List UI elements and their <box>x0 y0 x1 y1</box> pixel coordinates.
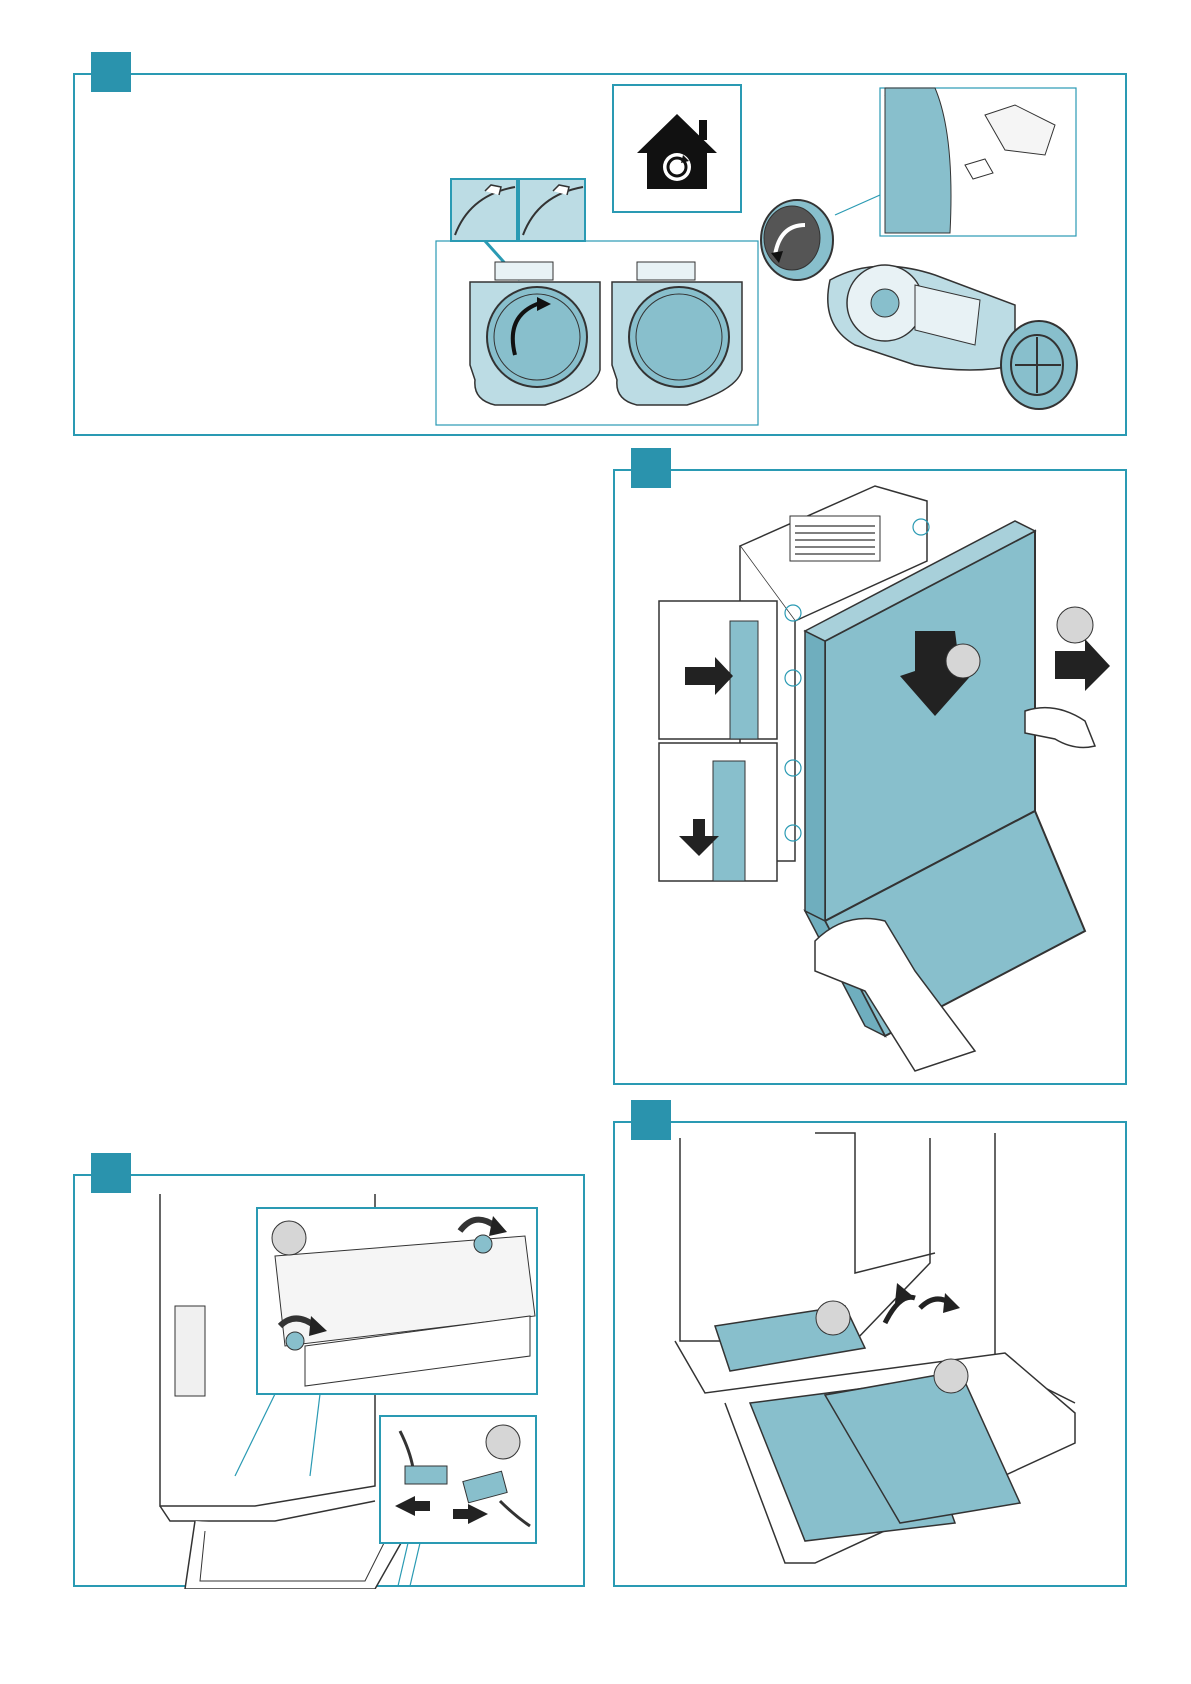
recirculation-house-icon <box>613 85 741 212</box>
callout-circle-1 <box>946 644 980 678</box>
zoom-detail-knobs <box>257 1208 537 1394</box>
step-panel-chimney <box>613 469 1127 1085</box>
chimney-mounting-illustration <box>615 471 1129 1087</box>
zoom-detail-right <box>519 179 585 241</box>
step-panel-grease-filter <box>613 1121 1127 1587</box>
zoom-detail-left <box>451 179 517 241</box>
step-tag-4 <box>631 1100 671 1140</box>
push-arrow-icon <box>1055 639 1110 691</box>
step-tag-1 <box>91 52 131 92</box>
callout-circle-b <box>486 1425 520 1459</box>
detail-box-hook-down <box>659 743 777 881</box>
carbon-filter-right <box>1001 321 1077 409</box>
blower-housing-left <box>470 262 600 405</box>
grease-filter-icon <box>715 1306 1020 1541</box>
detail-box-hook-left <box>659 601 777 739</box>
blower-housing-right <box>612 262 742 405</box>
callout-circle-d <box>934 1359 968 1393</box>
fan-filter-illustration <box>75 75 1129 438</box>
connector-illustration <box>75 1176 587 1589</box>
grease-filter-illustration <box>615 1123 1129 1589</box>
step-panel-top <box>73 73 1127 436</box>
callout-circle-a <box>272 1221 306 1255</box>
callout-circle-2 <box>1057 607 1093 643</box>
step-tag-2 <box>631 448 671 488</box>
step-panel-connector <box>73 1174 585 1587</box>
carbon-filter-left <box>761 200 833 280</box>
callout-circle-c <box>816 1301 850 1335</box>
step-tag-3 <box>91 1153 131 1193</box>
